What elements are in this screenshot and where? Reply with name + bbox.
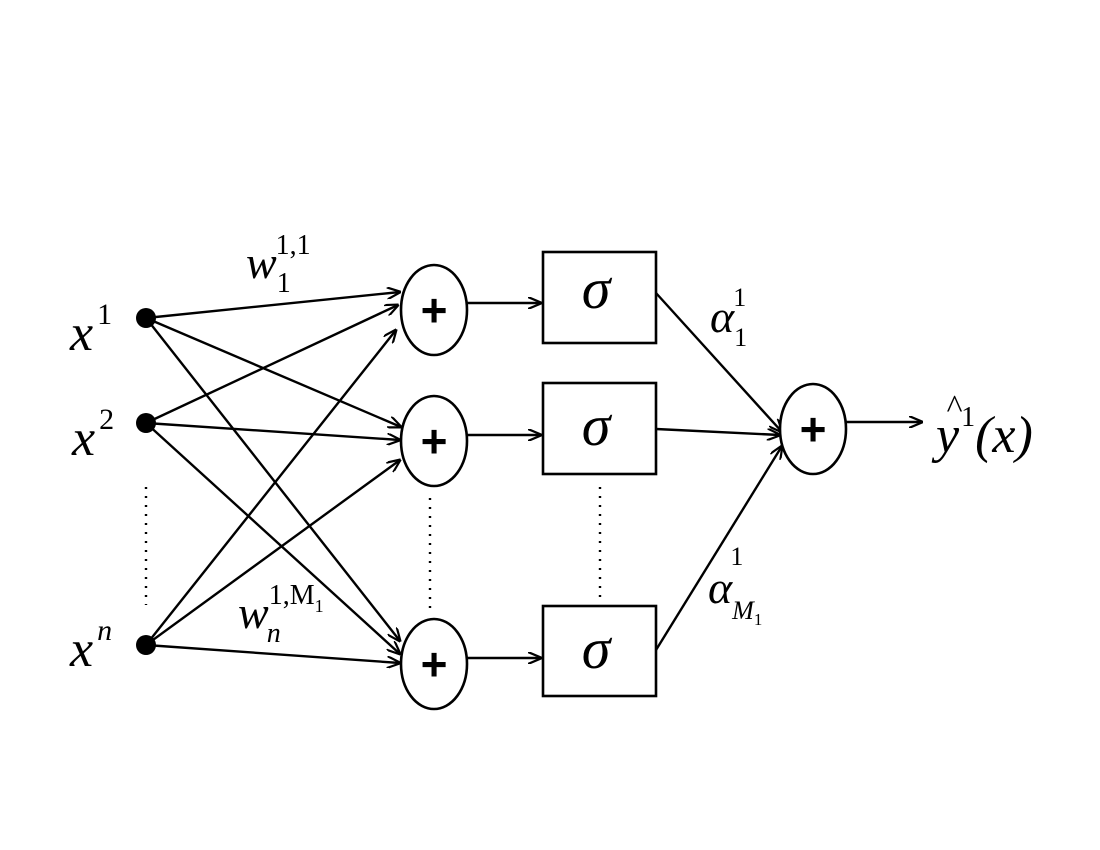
input-connections xyxy=(145,292,401,663)
svg-text:+: + xyxy=(800,403,827,455)
edge-x1-to-sum1 xyxy=(145,292,400,320)
sum-node-1: + xyxy=(399,263,469,357)
svg-text:+: + xyxy=(421,415,448,467)
weight-label-bottom: wn1,M1 xyxy=(238,580,324,649)
output-label: y1(x) xyxy=(931,402,1033,464)
activation-box-2: σ xyxy=(541,381,658,476)
input-node-2 xyxy=(136,413,156,433)
output-sum-node: + xyxy=(778,382,848,476)
sum-node-2: + xyxy=(399,394,469,488)
svg-text:+: + xyxy=(421,638,448,690)
edge-sigma3-to-output-sum xyxy=(654,446,782,651)
activation-to-output-connections xyxy=(654,292,922,651)
alpha-label-bottom: αM11 xyxy=(708,542,762,629)
edge-sigma2-to-output-sum xyxy=(655,427,780,435)
alpha-label-top: α11 xyxy=(710,283,746,352)
input-node-1 xyxy=(136,308,156,328)
svg-text:σ: σ xyxy=(582,616,613,681)
edge-x2-to-sum1 xyxy=(145,305,398,425)
activation-box-3: σ xyxy=(541,604,658,698)
edge-sigma1-to-output-sum xyxy=(655,292,782,432)
weight-label-top: w11,1 xyxy=(246,230,311,299)
edge-xn-to-sum3 xyxy=(145,643,400,663)
output-label-hat: ^ xyxy=(946,389,963,426)
edge-x1-to-sum2 xyxy=(145,316,401,427)
edge-x1-to-sum3 xyxy=(145,317,400,641)
input-node-n xyxy=(136,635,156,655)
sum-to-activation-connections xyxy=(467,303,541,658)
activation-box-1: σ xyxy=(541,250,658,345)
edge-x2-to-sum3 xyxy=(145,422,400,654)
svg-text:σ: σ xyxy=(582,256,613,321)
edge-x2-to-sum2 xyxy=(145,421,400,440)
svg-text:σ: σ xyxy=(582,393,613,458)
edge-xn-to-sum1 xyxy=(145,330,396,646)
svg-text:+: + xyxy=(421,284,448,336)
sum-node-3: + xyxy=(399,617,469,711)
edge-xn-to-sum2 xyxy=(145,460,400,646)
